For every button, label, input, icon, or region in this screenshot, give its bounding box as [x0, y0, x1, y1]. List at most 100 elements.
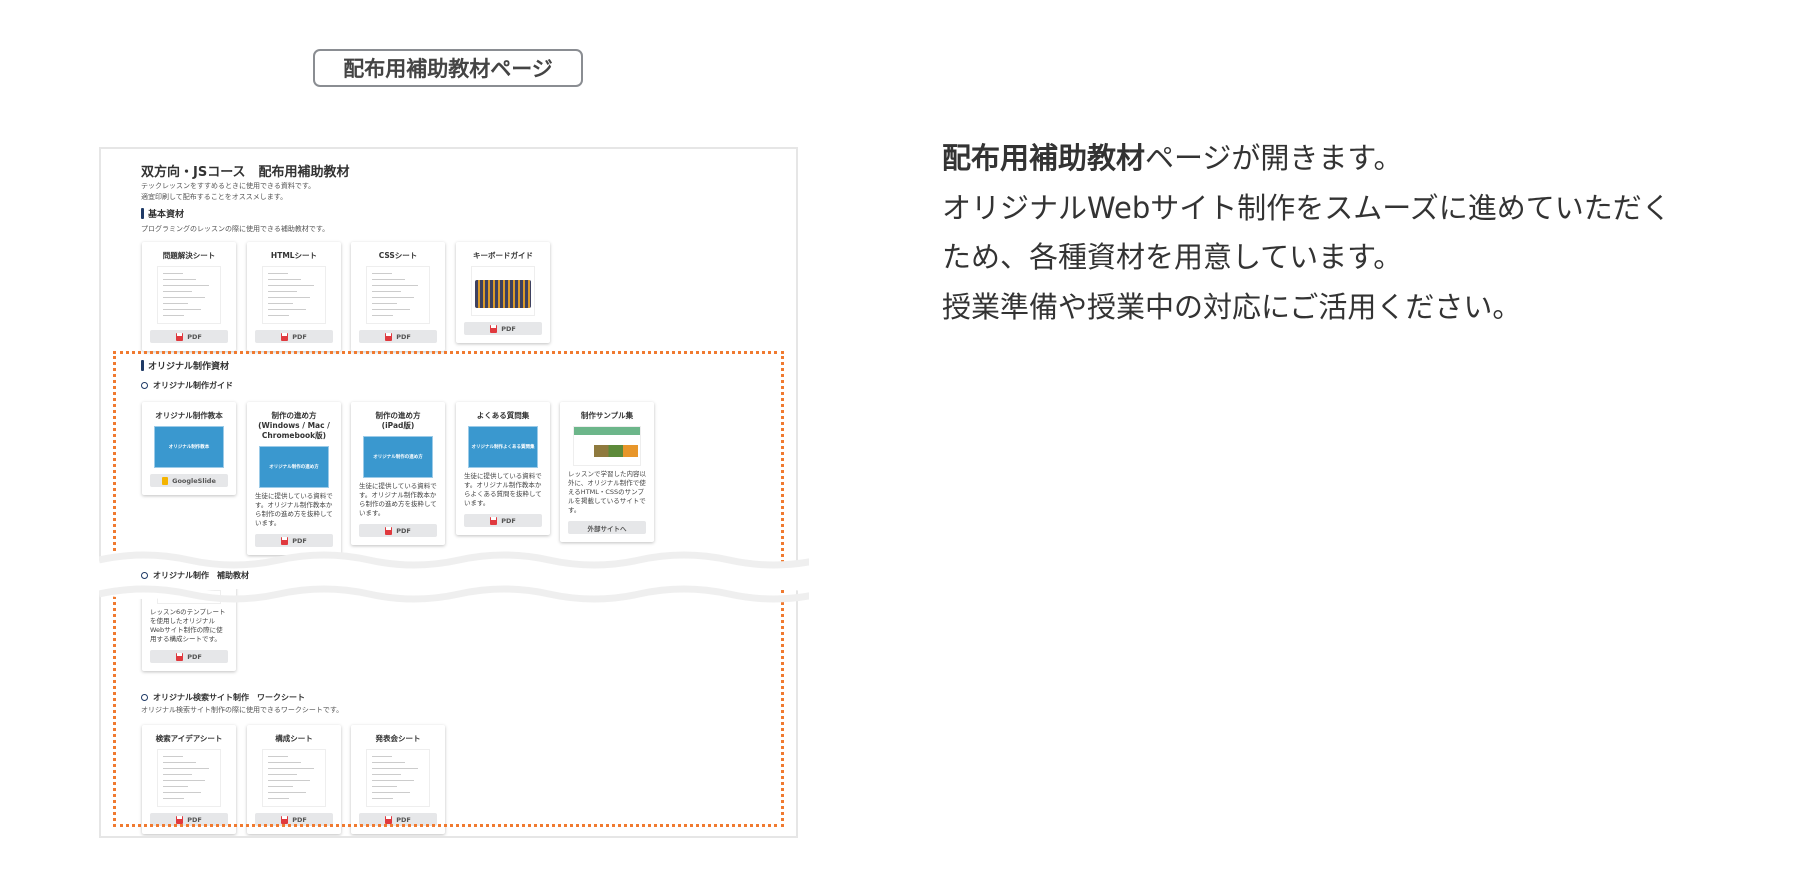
description-line4: 授業準備や授業中の対応にご活用ください。: [942, 289, 1522, 324]
pdf-icon: [490, 324, 498, 333]
button-label: PDF: [396, 815, 411, 824]
card-title: 問題解決シート: [162, 251, 216, 260]
cut-wave: [99, 551, 809, 603]
card-description: 生徒に提供している資料です。オリジナル制作教本から制作の進め方を抜粋しています。: [359, 482, 437, 517]
card-thumbnail: オリジナル制作教本: [154, 426, 224, 468]
section-heading-original: オリジナル制作資材: [141, 359, 229, 372]
card-title: HTMLシート: [270, 251, 318, 260]
pdf-button[interactable]: PDF: [255, 813, 333, 826]
page-screenshot: 双方向・JSコース 配布用補助教材 テックレッスンをすすめるときに使用できる資料…: [99, 147, 798, 838]
button-label: PDF: [187, 332, 202, 341]
heading-text: オリジナル制作ガイド: [153, 381, 233, 390]
card-title: 発表会シート: [375, 734, 421, 743]
button-label: PDF: [501, 324, 516, 333]
pdf-icon: [385, 526, 393, 535]
intro-line1: テックレッスンをすすめるときに使用できる資料です。: [141, 182, 316, 190]
intro-line2: 適宜印刷して配布することをオススメします。: [141, 193, 288, 201]
card-title: よくある質問集: [476, 411, 530, 420]
button-label: PDF: [292, 536, 307, 545]
pdf-icon: [281, 332, 289, 341]
button-label: 外部サイトへ: [587, 524, 627, 533]
pdf-icon: [176, 652, 184, 661]
thumbnail-text: オリジナル制作よくある質問集: [471, 445, 535, 450]
description-line1: ページが開きます。: [1145, 141, 1403, 175]
card-title: オリジナル制作教本: [155, 411, 223, 420]
external-site-button[interactable]: 外部サイトへ: [568, 521, 646, 534]
button-label: PDF: [396, 332, 411, 341]
resource-card: 制作の進め方 (Windows / Mac / Chromebook版)オリジナ…: [247, 402, 341, 555]
card-description: 生徒に提供している資料です。オリジナル制作教本から制作の進め方を抜粋しています。: [255, 492, 333, 527]
button-label: PDF: [292, 332, 307, 341]
card-thumbnail: [471, 266, 535, 316]
intro-text: テックレッスンをすすめるときに使用できる資料です。適宜印刷して配布することをオス…: [141, 181, 315, 203]
pdf-button[interactable]: PDF: [150, 813, 228, 826]
basic-desc: プログラミングのレッスンの際に使用できる補助教材です。: [141, 225, 330, 233]
card-thumbnail: [573, 426, 641, 466]
card-thumbnail: [262, 266, 326, 324]
pdf-icon: [385, 332, 393, 341]
pdf-button[interactable]: PDF: [150, 330, 228, 343]
resource-card: 構成シート PDF: [247, 725, 341, 834]
google-slide-button[interactable]: GoogleSlide: [150, 474, 228, 487]
description-line2: オリジナルWebサイト制作をスムーズに進めていただく: [942, 190, 1671, 225]
circle-icon: [141, 382, 148, 389]
section-heading-basic: 基本資材: [141, 207, 184, 220]
pdf-icon: [490, 516, 498, 525]
thumbnail-text: オリジナル制作の進め方: [269, 465, 319, 470]
pdf-button[interactable]: PDF: [359, 524, 437, 537]
circle-icon: [141, 572, 148, 579]
card-title: 制作の進め方 (iPad版): [375, 411, 421, 430]
subheading-guide: オリジナル制作ガイド: [141, 380, 233, 391]
card-title: 構成シート: [275, 734, 313, 743]
card-thumbnail: [262, 749, 326, 807]
card-thumbnail: [366, 266, 430, 324]
card-thumbnail: [157, 749, 221, 807]
heading-text: オリジナル制作資材: [148, 362, 230, 372]
description: 配布用補助教材ページが開きます。 オリジナルWebサイト制作をスムーズに進めてい…: [942, 134, 1671, 332]
pdf-icon: [176, 332, 184, 341]
thumbnail-text: オリジナル制作の進め方: [373, 455, 423, 460]
resource-card: 制作の進め方 (iPad版) オリジナル制作の進め方生徒に提供している資料です。オ…: [351, 402, 445, 545]
description-bold: 配布用補助教材: [942, 141, 1146, 175]
pdf-button[interactable]: PDF: [255, 534, 333, 547]
card-thumbnail: オリジナル制作よくある質問集: [468, 426, 538, 468]
subheading-worksheet: オリジナル検索サイト制作 ワークシート: [141, 692, 305, 703]
pdf-button[interactable]: PDF: [464, 322, 542, 335]
card-title: キーボードガイド: [473, 251, 533, 260]
page-title: 双方向・JSコース 配布用補助教材: [141, 165, 350, 180]
pdf-button[interactable]: PDF: [150, 650, 228, 663]
heading-text: 基本資材: [148, 210, 185, 220]
pdf-button[interactable]: PDF: [359, 330, 437, 343]
card-description: 生徒に提供している資料です。オリジナル制作教本からよくある質問を抜粋しています。: [464, 472, 542, 507]
pdf-button[interactable]: PDF: [255, 330, 333, 343]
card-thumbnail: [366, 749, 430, 807]
card-thumbnail: オリジナル制作の進め方: [363, 436, 433, 478]
circle-icon: [141, 694, 148, 701]
heading-bar: [141, 208, 144, 219]
button-label: PDF: [501, 516, 516, 525]
description-line3: ため、各種資材を用意しています。: [942, 240, 1403, 274]
thumbnail-text: オリジナル制作教本: [168, 445, 210, 450]
card-title: 制作サンプル集: [580, 411, 634, 420]
resource-card: キーボードガイド PDF: [456, 242, 550, 343]
heading-bar: [141, 360, 144, 371]
heading-text: オリジナル制作 補助教材: [153, 571, 249, 580]
card-description: レッスン6のテンプレートを使用したオリジナルWebサイト制作の際に使用する構成シ…: [150, 608, 226, 643]
pdf-button[interactable]: PDF: [464, 514, 542, 527]
card-thumbnail: オリジナル制作の進め方: [259, 446, 329, 488]
pdf-icon: [281, 536, 289, 545]
card-thumbnail: [157, 266, 221, 324]
resource-card: HTMLシート PDF: [247, 242, 341, 351]
page-badge: 配布用補助教材ページ: [313, 49, 583, 87]
resource-card: 制作サンプル集レッスンで学習した内容以外に、オリジナル制作で使えるHTML・CS…: [560, 402, 654, 542]
pdf-button[interactable]: PDF: [359, 813, 437, 826]
card-title: CSSシート: [378, 251, 418, 260]
card-description: レッスンで学習した内容以外に、オリジナル制作で使えるHTML・CSSのサンプルを…: [568, 470, 646, 514]
subheading-support: オリジナル制作 補助教材: [141, 570, 249, 581]
resource-card: よくある質問集オリジナル制作よくある質問集生徒に提供している資料です。オリジナル…: [456, 402, 550, 535]
button-label: PDF: [187, 815, 202, 824]
heading-text: オリジナル検索サイト制作 ワークシート: [153, 693, 305, 702]
pdf-icon: [385, 815, 393, 824]
